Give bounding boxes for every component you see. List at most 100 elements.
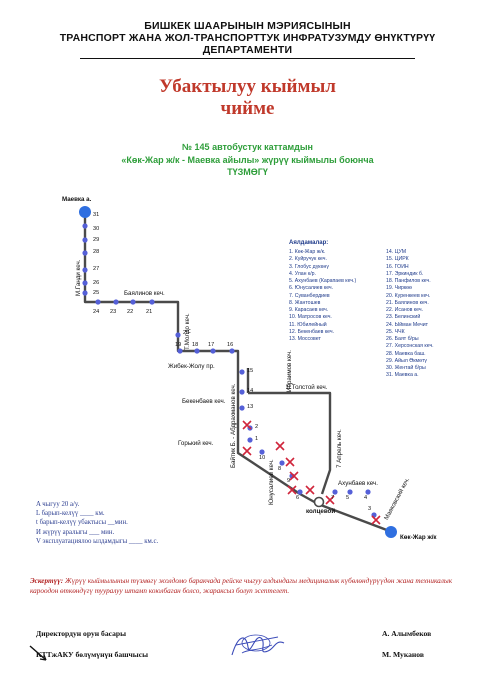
stop-number: 24 (93, 309, 100, 315)
stop-list-item: 8. Жантошев (289, 299, 321, 306)
route-subtitle-line1: № 145 автобустук каттамдын (182, 142, 313, 152)
param-roundtrip-time: t барып-келүү убактысы __мин. (36, 519, 128, 527)
street-label-akhunbaev: Ахунбаев кеч. (338, 480, 378, 487)
stop-number: 29 (93, 237, 100, 243)
stop-marker (247, 437, 253, 443)
stop-list-item: 19. Чиркөө (386, 285, 412, 292)
signatory-name-1: А. Алымбеков (382, 629, 432, 638)
stops-list-col2: 14. ЦУМ 15. ЦИРК 16. ГОИН 17. Эркиндик б… (386, 249, 434, 380)
note-block: Эскертүү: Жүрүү кыймылынын түзмөгү жолдо… (30, 576, 470, 596)
cross-mark (275, 441, 285, 451)
stop-list-item: 15. ЦИРК (386, 256, 409, 263)
stop-list-item: 14. ЦУМ (386, 249, 407, 255)
signatory-title-1: Директордун орун басары (36, 629, 127, 638)
stop-marker (365, 489, 371, 495)
cross-mark (242, 420, 252, 430)
stop-marker (82, 250, 88, 256)
terminal-north-label: Маевка а. (62, 196, 92, 203)
terminal-south-label: Көк-Жар ж/к (400, 534, 437, 541)
stop-list-item: 1. Көк-Жар ж/к. (289, 249, 326, 255)
stop-marker (259, 449, 265, 455)
street-label-april7: 7 Апрель кеч. (336, 429, 343, 468)
signature-icon (231, 634, 285, 656)
param-length: L барып-келүү ____ км. (36, 510, 105, 518)
stop-marker (194, 348, 200, 354)
stop-number: 6 (296, 495, 300, 501)
street-label-yunusaliev: Юнусалиев кеч. (268, 459, 275, 505)
stop-list-item: 16. ГОИН (386, 263, 409, 270)
signatory-title-2: КТТжАКУ бөлүмүнүн башчысы (36, 650, 149, 659)
stop-marker (279, 460, 285, 466)
street-label-tolstoy: Л.Толстой кеч. (286, 384, 328, 391)
roundabout-icon (313, 496, 325, 508)
stop-number: 10 (259, 455, 266, 461)
stop-number: 5 (346, 495, 350, 501)
stop-list-item: 31. Маевка а. (386, 372, 419, 379)
stop-list-item: 4. Улан к/р. (289, 270, 316, 277)
stop-number: 31 (93, 212, 100, 218)
stop-number: 14 (247, 388, 254, 394)
stop-number: 30 (93, 226, 100, 232)
cross-mark (325, 495, 335, 505)
stop-marker (229, 348, 235, 354)
stop-number: 26 (93, 280, 100, 286)
stop-marker (82, 290, 88, 296)
cross-mark (371, 515, 381, 525)
department-name-line1: БИШКЕК ШААРЫНЫН МЭРИЯСЫНЫН (144, 20, 351, 32)
cross-mark (285, 457, 295, 467)
stop-marker (239, 369, 245, 375)
stop-number: 23 (110, 309, 117, 315)
stop-list-item: 30. Жентай б/ры (386, 365, 426, 371)
stop-list-item: 12. Бекенбаев кеч. (289, 328, 335, 335)
street-label-zhibek: Жибек-Жолу пр. (168, 363, 215, 370)
signatory-name-2: М. Муканов (382, 650, 424, 659)
stop-number: 2 (255, 424, 259, 430)
cross-mark (305, 485, 315, 495)
stop-number: 15 (247, 368, 254, 374)
approval-mark-icon (29, 645, 47, 661)
stop-number: 19 (175, 342, 182, 348)
stop-number: 7 (331, 495, 335, 501)
department-name-line2: ТРАНСПОРТ ЖАНА ЖОЛ-ТРАНСПОРТТУК ИНФРАТУЗ… (59, 32, 436, 44)
doc-title-line2: чийме (220, 98, 275, 119)
param-speed: V эксплуатациялоо ылдамдыгы ____ км.с. (36, 537, 159, 545)
terminal-south-icon (385, 526, 397, 538)
stop-number: 4 (364, 495, 368, 501)
stop-marker (239, 405, 245, 411)
stop-list-item: 26. Баят б/ры (386, 336, 419, 342)
street-label-bekenbaev: Бекенбаев кеч. (182, 398, 226, 405)
route-parameters: A чыгуу 20 а/у. L барып-келүү ____ км. t… (36, 500, 158, 546)
stop-number: 16 (227, 342, 234, 348)
stop-marker (82, 237, 88, 243)
stop-list-item: 17. Эркиндик б. (386, 270, 424, 277)
stops-heading: Аялдамалар: (289, 240, 329, 246)
cross-mark (242, 446, 252, 456)
stop-number: 3 (368, 506, 372, 512)
stop-number: 25 (93, 290, 100, 296)
cross-mark (287, 485, 297, 495)
stop-number: 21 (146, 309, 153, 315)
cross-mark (289, 471, 299, 481)
stop-number: 1 (255, 436, 259, 442)
stop-markers (82, 223, 377, 518)
stop-list-item: 13. Моссовет (289, 336, 321, 342)
stop-list-item: 18. Панфилов кеч. (386, 278, 431, 284)
stop-number: 20 (183, 330, 190, 336)
stop-list-item: 20. Куренкеев кеч. (386, 292, 431, 299)
stop-list-item: 27. Херсонская кеч. (386, 343, 434, 350)
stop-marker (332, 489, 338, 495)
stop-marker (130, 299, 136, 305)
stop-list-item: 10. Матросов кеч. (289, 314, 332, 321)
stop-marker (297, 489, 303, 495)
stop-marker (239, 389, 245, 395)
route-subtitle-line3: ТҮЗМӨГҮ (227, 167, 268, 177)
street-label-abdrahmanov: Байтик Б. - Абдрахманов кеч. (230, 383, 237, 468)
stop-list-item: 24. Ыйман Мечит (386, 321, 428, 328)
stop-list-item: 29. Айыл Өкмөтү (386, 357, 427, 364)
stop-number: 27 (93, 266, 100, 272)
stop-list-item: 5. Ахунбаев (Карапаев кеч.) (289, 278, 357, 284)
roundabout-label: колцевой (306, 508, 336, 515)
stop-list-item: 7. Суванбердиев (289, 292, 330, 299)
stop-number: 8 (278, 466, 282, 472)
department-name-line3: ДЕПАРТАМЕНТИ (202, 44, 293, 56)
